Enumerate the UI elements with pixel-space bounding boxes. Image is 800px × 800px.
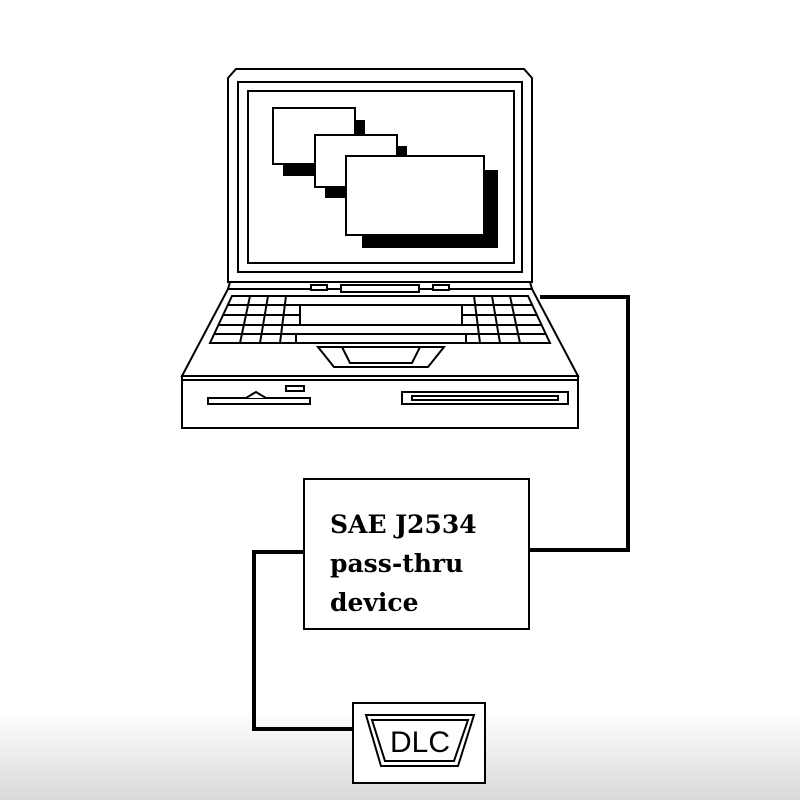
cable-laptop-to-device	[528, 295, 630, 552]
device-label-line: pass-thru	[330, 549, 464, 578]
laptop-screen-bezel	[237, 81, 523, 273]
passthru-device-label: SAE J2534 pass-thru device	[330, 505, 520, 622]
device-label-line: SAE J2534	[330, 510, 477, 539]
stacked-windows-icon	[272, 107, 498, 248]
laptop-screen	[247, 90, 515, 264]
passthru-device-box	[303, 478, 530, 630]
laptop-base	[181, 375, 579, 429]
cables	[252, 295, 630, 731]
cable-device-to-dlc	[252, 550, 352, 731]
device-label-line: device	[330, 588, 419, 617]
laptop-icon	[180, 68, 580, 429]
dlc-label: DLC	[390, 726, 450, 759]
obd-connector-icon: DLC	[352, 702, 486, 784]
